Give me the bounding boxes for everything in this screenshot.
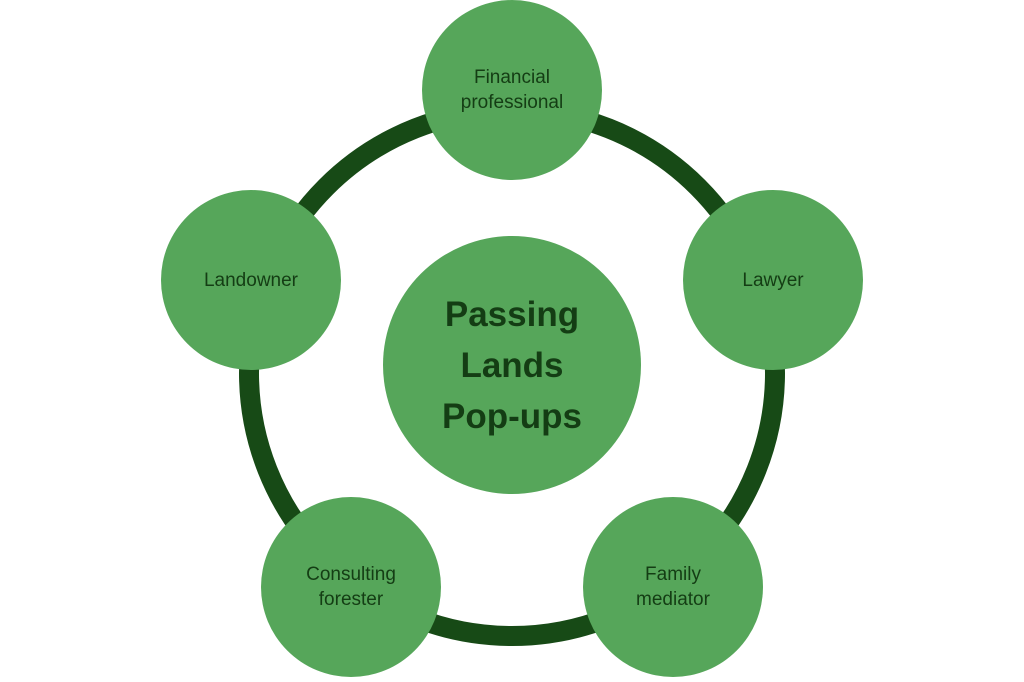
node-label: Financial professional — [460, 67, 564, 113]
node-lawyer: Lawyer — [683, 190, 863, 370]
node-label: Family mediator — [636, 564, 710, 610]
node-label: Landowner — [203, 269, 299, 291]
node-landowner: Landowner — [161, 190, 341, 370]
node-family-mediator: Family mediator — [583, 497, 763, 677]
center-circle: Passing Lands Pop-ups — [383, 236, 641, 494]
center-title: Passing Lands Pop-ups — [442, 294, 582, 436]
node-label: Lawyer — [742, 269, 804, 291]
node-consulting-forester: Consulting forester — [261, 497, 441, 677]
node-financial-professional: Financial professional — [422, 0, 602, 180]
node-label: Consulting forester — [306, 564, 396, 610]
